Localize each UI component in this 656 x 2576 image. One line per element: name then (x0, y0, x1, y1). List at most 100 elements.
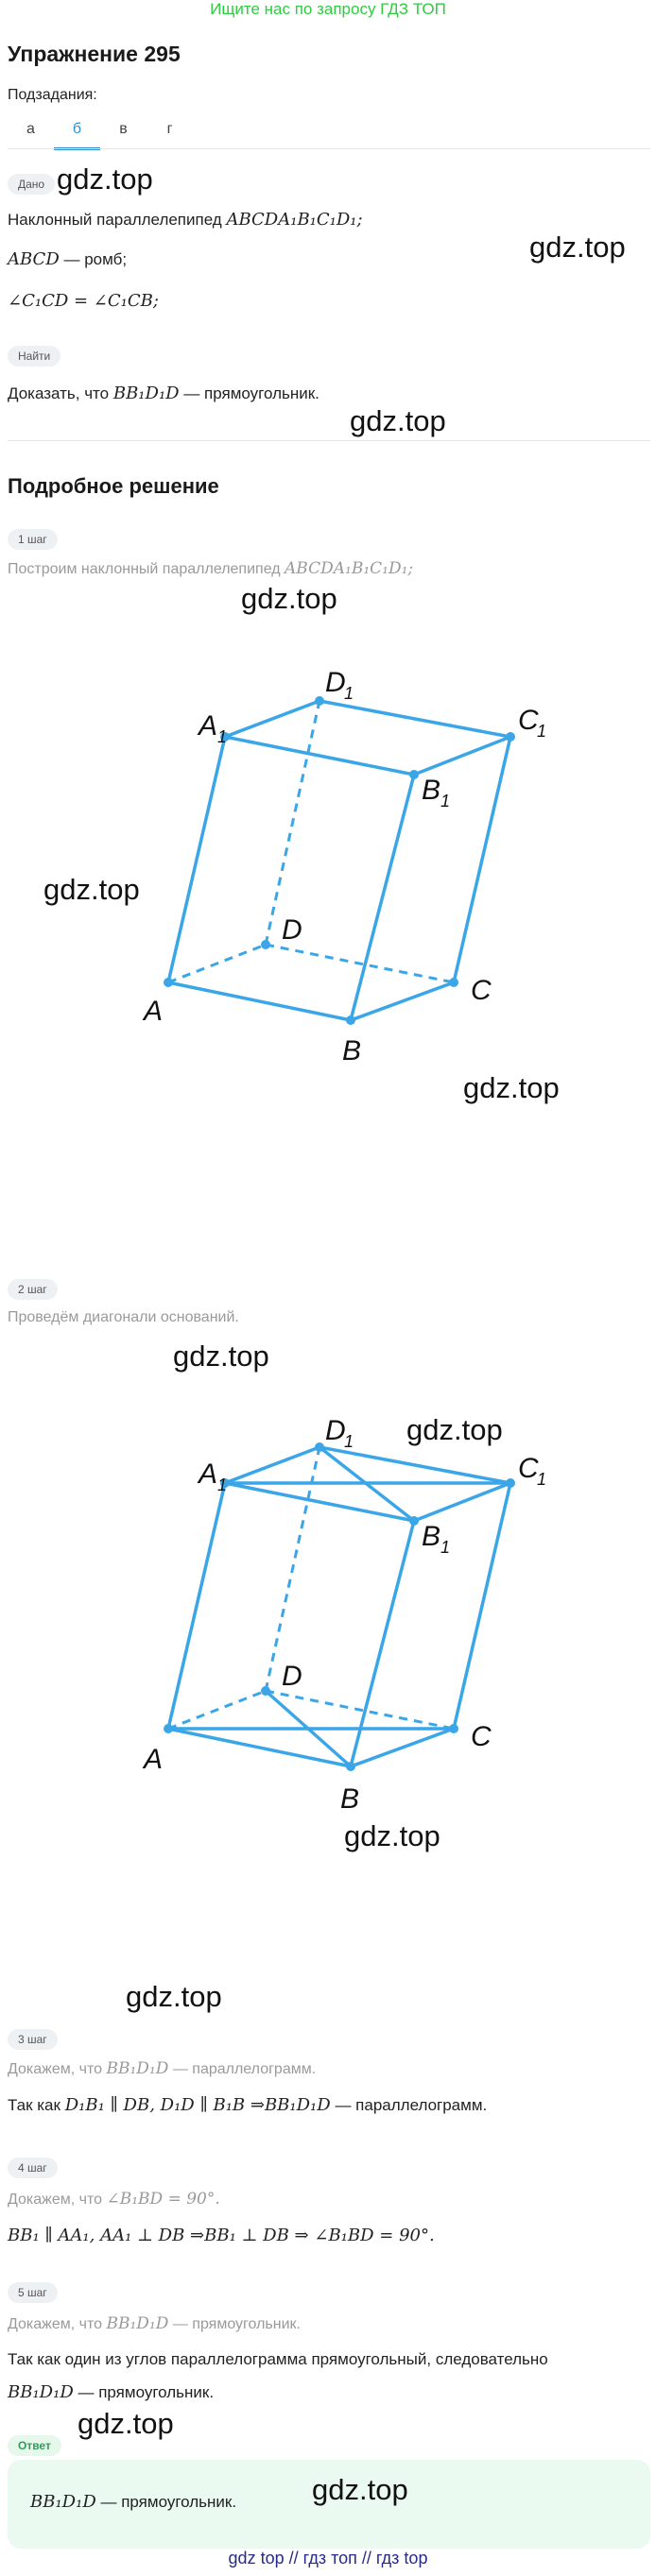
top-banner: Ищите нас по запросу ГДЗ ТОП (210, 0, 446, 18)
edge-dc (265, 943, 455, 984)
footer-links[interactable]: gdz top // гдз топ // гдз top (228, 2549, 428, 2567)
edge-a1b1 (224, 735, 415, 776)
step-3-math: BB₁D₁D (106, 2059, 169, 2078)
step-5-line-1: Так как один из углов параллелограмма пр… (8, 2350, 548, 2368)
step-3-proof: Так как D₁B₁ ∥ DB, D₁D ∥ B₁B ⇒BB₁D₁D — п… (8, 2095, 487, 2115)
label-b1-sub: 1 (440, 792, 450, 810)
step-3-badge: 3 шаг (8, 2029, 58, 2050)
label-b1-sub: 1 (440, 1538, 450, 1557)
answer-math: BB₁D₁D (30, 2492, 96, 2512)
given-line-1: Наклонный параллелепипед ABCDA₁B₁C₁D₁; (8, 210, 363, 230)
find-badge: Найти (8, 346, 61, 367)
vertex-d (261, 940, 270, 949)
edge-d1a1 (224, 699, 320, 739)
answer-text: BB₁D₁D — прямоугольник. (30, 2492, 236, 2512)
find-tail: — прямоугольник. (183, 384, 319, 402)
given-line-3: ∠C₁CD = ∠C₁CB; (8, 291, 159, 311)
diagonal-b1d1 (318, 1445, 416, 1523)
watermark: gdz.top (78, 2407, 174, 2440)
label-c: C (471, 1721, 492, 1752)
vertex-b (346, 1015, 355, 1025)
label-d1-sub: 1 (344, 1432, 354, 1451)
step-4-text: Докажем, что ∠B₁BD = 90°. (8, 2190, 220, 2209)
watermark: gdz.top (350, 404, 446, 437)
label-a1: A (197, 710, 217, 742)
step-5-line-2-math: BB₁D₁D (8, 2382, 74, 2402)
answer-tail: — прямоугольник. (100, 2493, 237, 2511)
given-line-2-math: ABCD (8, 249, 60, 269)
given-line-3-math: ∠C₁CD = ∠C₁CB; (8, 291, 159, 311)
label-b: B (340, 1783, 359, 1815)
vertex-d1 (315, 696, 324, 706)
label-d1: D (325, 1415, 346, 1446)
edge-b1c1 (413, 735, 511, 776)
find-math: BB₁D₁D (112, 384, 180, 403)
find-line: Доказать, что BB₁D₁D — прямоугольник. (8, 384, 319, 403)
step-2-badge: 2 шаг (8, 1279, 58, 1300)
watermark: gdz.top (173, 1339, 269, 1373)
step-5-line-2: BB₁D₁D — прямоугольник. (8, 2382, 214, 2402)
watermark: gdz.top (126, 1980, 222, 2013)
edge-dd1 (264, 700, 321, 946)
label-a: A (142, 1744, 163, 1775)
step-5-tail: — прямоугольник. (172, 2316, 301, 2332)
label-b1: B (422, 775, 440, 806)
label-b1: B (422, 1521, 440, 1552)
label-b: B (342, 1035, 361, 1066)
watermark: gdz.top (406, 1413, 503, 1446)
edge-cc1 (452, 736, 512, 983)
step-3-text: Докажем, что BB₁D₁D — параллелограмм. (8, 2059, 316, 2078)
tab-a[interactable]: а (26, 121, 35, 137)
step-4-badge: 4 шаг (8, 2158, 58, 2178)
step-1-math: ABCDA₁B₁C₁D₁; (285, 559, 414, 578)
given-line-1-text: Наклонный параллелепипед (8, 211, 222, 229)
label-a1-sub: 1 (217, 727, 227, 746)
step-2-text: Проведём диагонали оснований. (8, 1309, 239, 1325)
step-5-badge: 5 шаг (8, 2282, 58, 2303)
given-line-2: ABCD — ромб; (8, 249, 127, 269)
watermark: gdz.top (344, 1819, 440, 1852)
step-4-proof-math: BB₁ ∥ AA₁, AA₁ ⊥ DB ⇒BB₁ ⊥ DB ⇒ ∠B₁BD = … (8, 2226, 435, 2245)
step-3-prefix: Так как (8, 2096, 60, 2114)
parallelepiped-figure-1: A B C D A 1 B 1 C 1 D 1 (142, 667, 546, 1066)
subtask-tabs: а б в г (8, 115, 193, 150)
tab-v[interactable]: в (119, 121, 128, 137)
watermark: gdz.top (241, 582, 337, 615)
edge-aa1 (166, 736, 227, 983)
edge-bb1 (349, 774, 416, 1021)
vertex-a (164, 978, 173, 987)
edge-bc (350, 981, 455, 1022)
label-d1: D (325, 667, 346, 698)
step-3-tail: — параллелограмм. (172, 2061, 317, 2077)
watermark: gdz.top (312, 2473, 408, 2506)
find-text: Доказать, что (8, 384, 110, 402)
watermark: gdz.top (529, 230, 626, 264)
step-4-proof: BB₁ ∥ AA₁, AA₁ ⊥ DB ⇒BB₁ ⊥ DB ⇒ ∠B₁BD = … (8, 2226, 435, 2245)
label-c1-sub: 1 (537, 722, 546, 741)
step-1-label: Построим наклонный параллелепипед (8, 561, 281, 577)
step-3-proof-math: D₁B₁ ∥ DB, D₁D ∥ B₁B ⇒BB₁D₁D (64, 2095, 331, 2115)
answer-badge: Ответ (8, 2435, 61, 2456)
step-5-text: Докажем, что BB₁D₁D — прямоугольник. (8, 2314, 301, 2333)
label-a1: A (197, 1459, 217, 1490)
diagonal-bd (264, 1689, 353, 1768)
tab-g[interactable]: г (166, 121, 173, 137)
label-d: D (282, 1661, 302, 1692)
tab-b[interactable]: б (54, 115, 100, 150)
watermark: gdz.top (57, 162, 153, 196)
step-5-label: Докажем, что (8, 2316, 103, 2332)
watermark: gdz.top (43, 873, 140, 906)
page-title: Упражнение 295 (8, 42, 181, 66)
vertex-a1 (220, 732, 230, 742)
step-3-proof-tail: — параллелограмм. (335, 2096, 488, 2114)
given-badge: Дано (8, 174, 56, 195)
label-c1: C (518, 705, 539, 736)
edge-ab (167, 981, 352, 1022)
step-5-line-2-tail: — прямоугольник. (78, 2383, 215, 2401)
watermark: gdz.top (463, 1071, 560, 1104)
step-5-math: BB₁D₁D (106, 2314, 169, 2333)
given-line-2-text: — ромб; (63, 250, 128, 268)
section-divider (8, 440, 650, 441)
label-a: A (142, 996, 163, 1027)
label-c1: C (518, 1453, 539, 1484)
